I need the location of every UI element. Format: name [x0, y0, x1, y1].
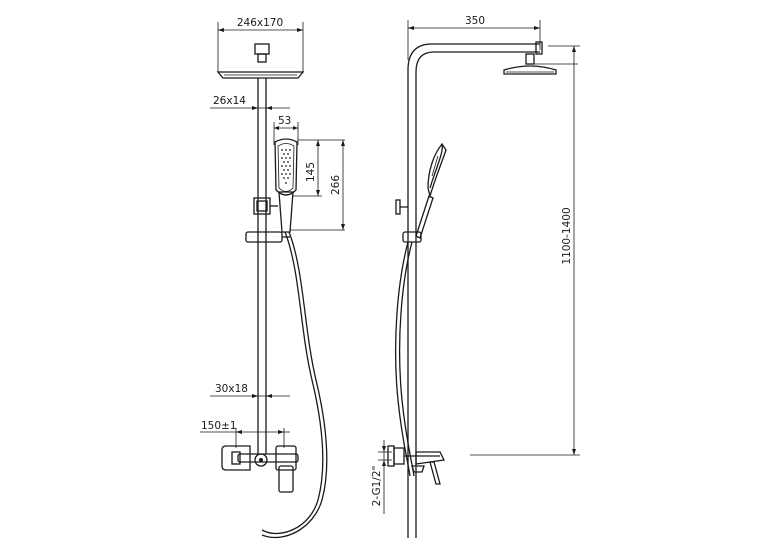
dim-rail-top-label: 26x14 [213, 95, 246, 107]
front-view: 246x170 26x14 53 [200, 17, 345, 539]
dim-arm-length-label: 350 [465, 15, 485, 27]
dim-height-range: 1100-1400 [470, 45, 580, 456]
dim-height-range-label: 1100-1400 [561, 207, 573, 264]
dim-head-size-label: 246x170 [237, 17, 283, 29]
riser-arm-side [407, 41, 543, 538]
rain-shower-head-side [503, 63, 578, 75]
dim-rail-bottom-label: 30x18 [215, 383, 248, 395]
dim-slider-to-top: 266 [290, 140, 345, 231]
dim-hand-length-label: 145 [305, 162, 317, 182]
dim-arm-length: 350 [407, 15, 541, 60]
diverter-knob-front [253, 197, 278, 215]
dim-inlet-spacing-label: 150±1 [201, 420, 237, 432]
spray-nozzle-pattern [281, 149, 291, 184]
dim-hand-length: 145 [292, 139, 345, 197]
riser-rail-front [257, 78, 267, 445]
shower-hose-front [261, 231, 328, 539]
slider-bracket-front [245, 231, 290, 243]
dim-inlet-spacing: 150±1 [200, 420, 290, 448]
dim-inlet-thread-label: 2-G1/2" [371, 466, 383, 507]
mixer-valve-front [221, 445, 299, 493]
hand-shower-side [415, 142, 447, 239]
dim-hand-width-label: 53 [278, 115, 291, 127]
rain-shower-head-front [216, 43, 305, 79]
hand-shower-front [274, 138, 298, 233]
diverter-knob-side [395, 199, 408, 215]
mixer-valve-side [378, 445, 445, 485]
side-view: 350 1100-1400 [371, 15, 580, 538]
dim-inlet-thread: 2-G1/2" [371, 440, 386, 514]
dim-slider-to-top-label: 266 [330, 175, 342, 195]
dim-rail-bottom: 30x18 [210, 383, 290, 398]
dim-rail-top: 26x14 [210, 95, 290, 110]
dim-head-size: 246x170 [217, 17, 304, 72]
dim-hand-width: 53 [273, 115, 299, 145]
shower-hose-side [394, 241, 415, 477]
